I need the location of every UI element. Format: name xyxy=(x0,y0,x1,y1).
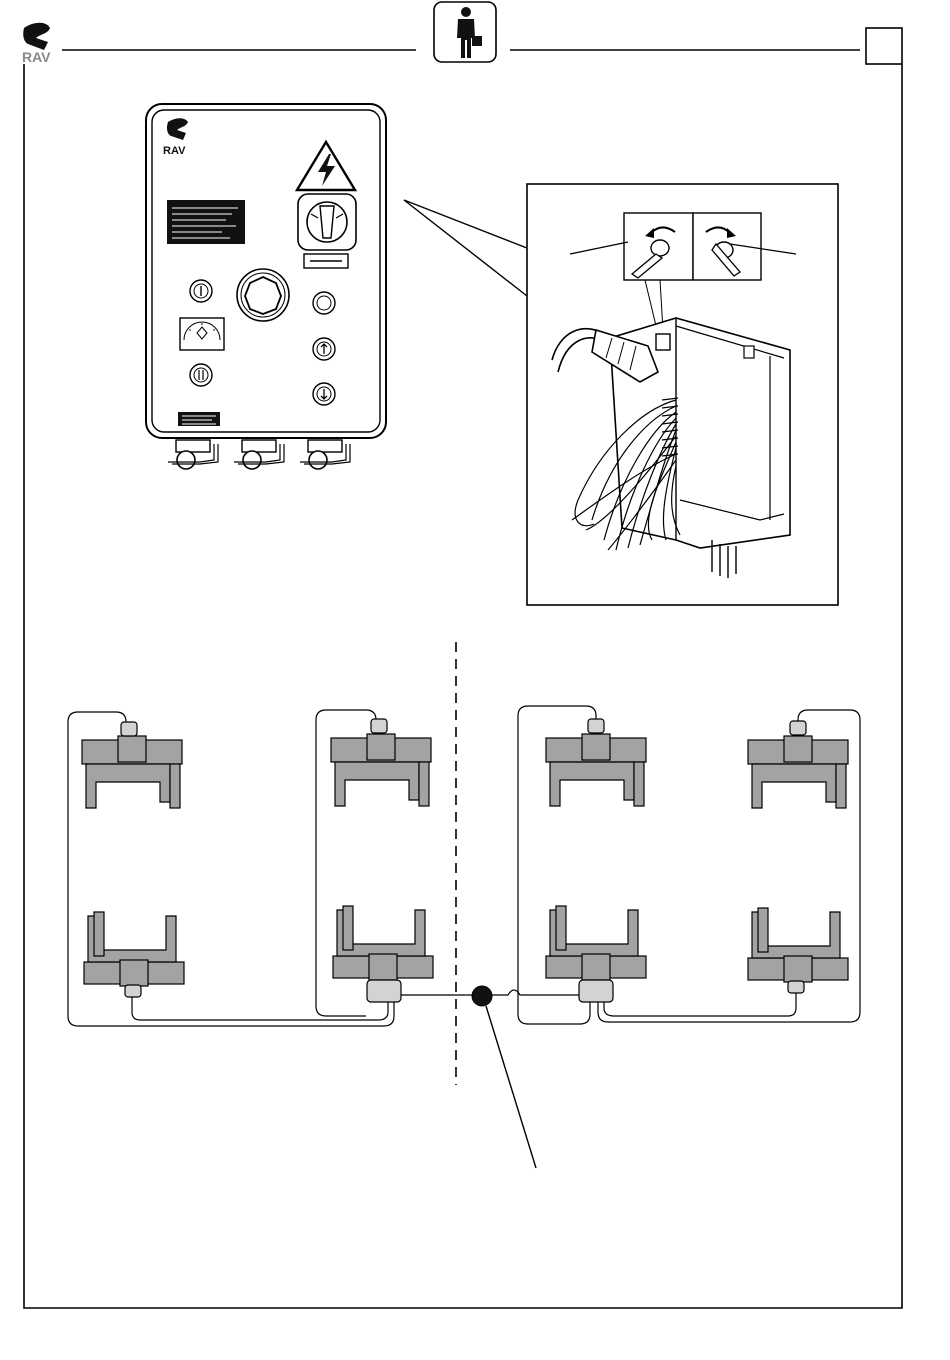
callout-line-lower xyxy=(404,200,527,296)
down-arrow-button[interactable] xyxy=(313,383,335,405)
emergency-stop-button[interactable] xyxy=(237,269,289,321)
svg-text:RAV: RAV xyxy=(22,49,51,65)
connector-bottom-right-2 xyxy=(788,981,804,993)
column-bottom-left-1 xyxy=(84,912,184,986)
connector-top-right-2 xyxy=(790,721,806,735)
junction-box-left xyxy=(367,980,401,1002)
connector-top-right-1 xyxy=(588,719,604,733)
cable-connector-2 xyxy=(234,440,284,469)
rotary-main-switch[interactable] xyxy=(298,194,356,250)
indicator-lamp-2 xyxy=(313,292,335,314)
bottom-label-plate xyxy=(178,412,220,426)
connector-bottom-left-1 xyxy=(125,985,141,997)
column-bottom-left-2 xyxy=(333,906,433,980)
column-top-left-1 xyxy=(82,736,182,808)
connector-top-left-1 xyxy=(121,722,137,736)
interconnect-plug xyxy=(472,986,492,1006)
svg-text:RAV: RAV xyxy=(163,145,186,157)
adjust-button[interactable] xyxy=(190,364,212,386)
column-top-left-2 xyxy=(331,734,431,806)
header: RAV xyxy=(22,2,902,65)
junction-box-right xyxy=(579,980,613,1002)
up-arrow-button[interactable] xyxy=(313,338,335,360)
interconnect-leader xyxy=(486,1006,536,1168)
gauge-display xyxy=(180,318,224,350)
control-panel: RAV xyxy=(146,104,386,469)
lift-group-left xyxy=(68,710,433,1026)
lift-group-right xyxy=(518,706,860,1024)
column-top-right-1 xyxy=(546,734,646,806)
column-bottom-right-2 xyxy=(748,908,848,982)
cable-connector-1 xyxy=(168,440,218,469)
cable-connector-3 xyxy=(300,440,350,469)
connector-top-left-2 xyxy=(371,719,387,733)
column-top-right-2 xyxy=(748,736,848,808)
panel-label-plate xyxy=(167,200,245,244)
rav-logo: RAV xyxy=(22,23,51,65)
column-bottom-right-1 xyxy=(546,906,646,980)
indicator-lamp-1 xyxy=(190,280,212,302)
callout-line-upper xyxy=(404,200,527,248)
detail-box xyxy=(527,184,838,605)
page-number-box xyxy=(866,28,902,64)
